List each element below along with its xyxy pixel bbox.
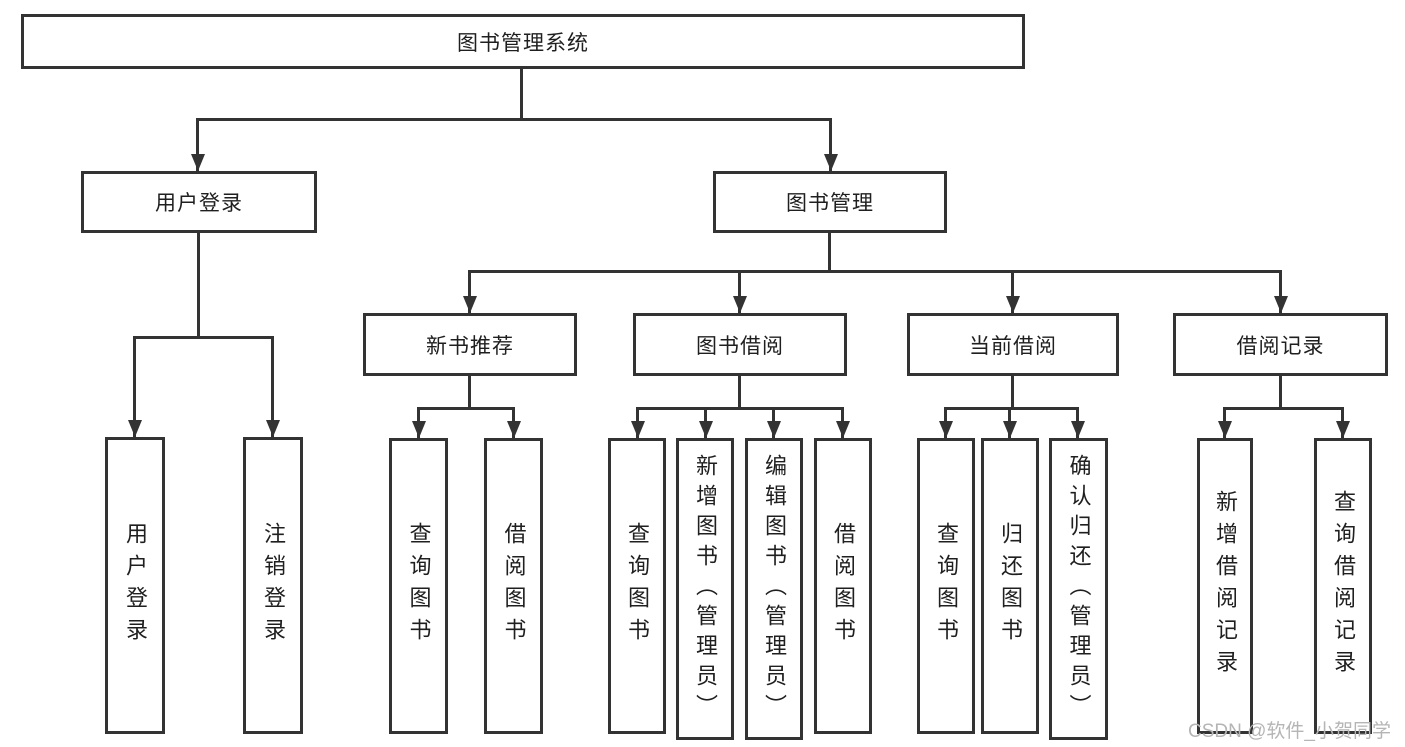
edge-arrow-borrowing-leaf-2 (704, 407, 707, 438)
edge-records-drop (1279, 376, 1282, 410)
edge-login-bus (133, 336, 274, 339)
edge-arrow-to-new-book-recommend (468, 270, 471, 313)
edge-arrow-to-borrow-records (1279, 270, 1282, 313)
leaf-query-books-current: 查询图书 (917, 438, 975, 734)
node-library-system: 图书管理系统 (21, 14, 1025, 69)
node-book-management-label: 图书管理 (786, 192, 874, 215)
node-new-book-recommend: 新书推荐 (363, 313, 577, 376)
leaf-add-book-admin-label: 新增图书（管理员） (693, 454, 718, 724)
edge-arrow-to-leaf-user-login (133, 336, 136, 437)
edge-root-bus (197, 118, 832, 121)
edge-borrowing-drop (738, 376, 741, 410)
leaf-borrow-books-recommend-label: 借阅图书 (501, 522, 527, 650)
node-borrow-records-label: 借阅记录 (1236, 334, 1325, 358)
node-current-borrowing-label: 当前借阅 (969, 334, 1057, 358)
leaf-return-books-label: 归还图书 (998, 522, 1023, 650)
leaf-edit-book-admin: 编辑图书（管理员） (745, 438, 803, 740)
edge-records-bus (1224, 407, 1344, 410)
edge-root-drop (520, 69, 523, 121)
leaf-add-borrow-record: 新增借阅记录 (1197, 438, 1253, 734)
edge-arrow-current-leaf-3 (1076, 407, 1079, 438)
csdn-watermark: CSDN @软件_小贺同学 (1188, 721, 1391, 742)
node-library-system-label: 图书管理系统 (457, 31, 589, 55)
edge-arrow-borrowing-leaf-3 (772, 407, 775, 438)
edge-arrow-to-user-login (196, 118, 199, 171)
leaf-user-login: 用户登录 (105, 437, 165, 734)
leaf-logout: 注销登录 (243, 437, 303, 734)
edge-borrowing-bus (636, 407, 844, 410)
node-book-borrowing-label: 图书借阅 (696, 334, 784, 358)
leaf-query-borrow-record: 查询借阅记录 (1314, 438, 1372, 734)
leaf-add-borrow-record-label: 新增借阅记录 (1213, 490, 1238, 682)
edge-arrow-to-book-management (829, 118, 832, 171)
leaf-edit-book-admin-label: 编辑图书（管理员） (762, 454, 787, 724)
edge-recommend-bus (417, 407, 515, 410)
leaf-query-books-recommend-label: 查询图书 (406, 522, 432, 650)
edge-login-drop (197, 233, 200, 339)
node-user-login: 用户登录 (81, 171, 317, 233)
node-book-borrowing: 图书借阅 (633, 313, 847, 376)
edge-arrow-current-leaf-2 (1008, 407, 1011, 438)
edge-arrow-to-current-borrowing (1011, 270, 1014, 313)
edge-current-bus (944, 407, 1079, 410)
edge-management-bus (469, 270, 1282, 273)
leaf-add-book-admin: 新增图书（管理员） (676, 438, 734, 740)
edge-arrow-borrowing-leaf-4 (841, 407, 844, 438)
edge-arrow-recommend-leaf-2 (512, 407, 515, 438)
leaf-query-borrow-record-label: 查询借阅记录 (1331, 490, 1356, 682)
node-book-management: 图书管理 (713, 171, 947, 233)
leaf-borrow-books-recommend: 借阅图书 (484, 438, 543, 734)
node-new-book-recommend-label: 新书推荐 (426, 334, 514, 358)
node-current-borrowing: 当前借阅 (907, 313, 1119, 376)
leaf-query-books-borrowing-label: 查询图书 (625, 522, 650, 650)
edge-arrow-borrowing-leaf-1 (636, 407, 639, 438)
leaf-confirm-return-admin: 确认归还（管理员） (1049, 438, 1108, 740)
node-borrow-records: 借阅记录 (1173, 313, 1388, 376)
leaf-return-books: 归还图书 (981, 438, 1039, 734)
edge-arrow-recommend-leaf-1 (417, 407, 420, 438)
edge-arrow-to-leaf-logout (271, 336, 274, 437)
node-user-login-label: 用户登录 (155, 192, 243, 215)
leaf-logout-label: 注销登录 (261, 521, 286, 650)
edge-arrow-records-leaf-2 (1341, 407, 1344, 438)
leaf-confirm-return-admin-label: 确认归还（管理员） (1066, 454, 1092, 724)
leaf-query-books-recommend: 查询图书 (389, 438, 448, 734)
leaf-query-books-current-label: 查询图书 (934, 522, 959, 650)
edge-recommend-drop (468, 376, 471, 410)
leaf-borrow-books-borrowing-label: 借阅图书 (831, 522, 856, 650)
edge-arrow-records-leaf-1 (1223, 407, 1226, 438)
edge-arrow-to-book-borrowing (738, 270, 741, 313)
edge-arrow-current-leaf-1 (944, 407, 947, 438)
leaf-user-login-label: 用户登录 (123, 521, 148, 650)
edge-management-drop (828, 233, 831, 273)
leaf-query-books-borrowing: 查询图书 (608, 438, 666, 734)
edge-current-drop (1011, 376, 1014, 410)
leaf-borrow-books-borrowing: 借阅图书 (814, 438, 872, 734)
